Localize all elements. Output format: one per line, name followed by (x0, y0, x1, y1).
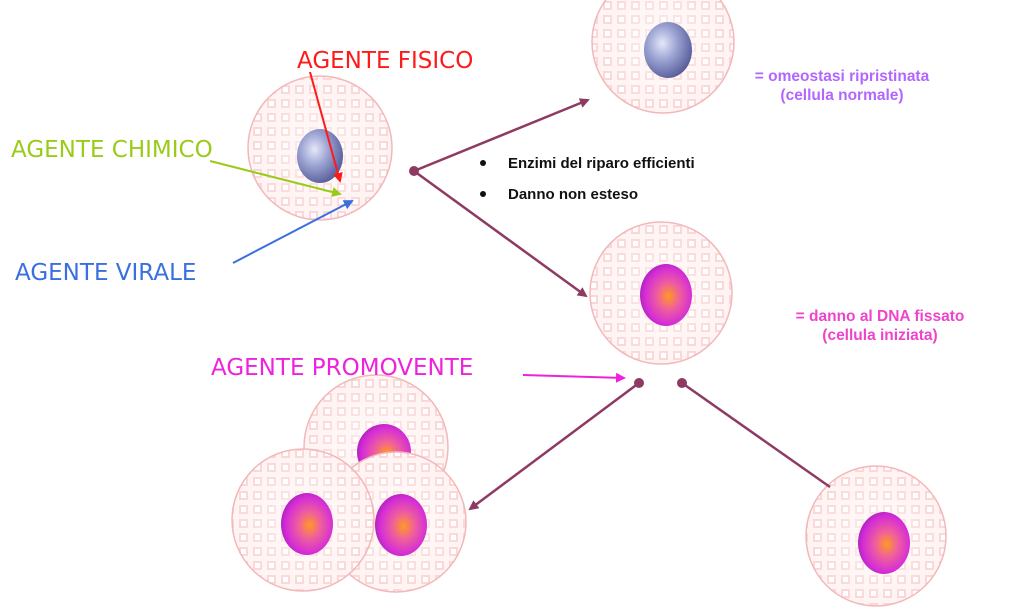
arrow-agente-chimico (209, 160, 342, 197)
line-to-dormant (681, 381, 831, 489)
cell-promoted-left (231, 448, 375, 592)
nucleus-normal-icon (297, 129, 343, 183)
cell-initiated (589, 221, 733, 365)
outcome-initiated: = danno al DNA fissato (cellula iniziata… (780, 307, 980, 346)
arrow-to-normal (413, 98, 590, 173)
label-agente-virale: AGENTE VIRALE (15, 260, 197, 286)
cell-normal (591, 0, 735, 114)
condition-item: Enzimi del riparo efficienti (480, 155, 695, 172)
outcome-normal-line2: (cellula normale) (780, 87, 904, 105)
arrow-agente-fisico (309, 71, 343, 183)
nucleus-initiated-icon (640, 264, 692, 326)
condition-item: Danno non esteso (480, 186, 638, 203)
arrow-agente-virale (232, 200, 354, 264)
label-agente-fisico: AGENTE FISICO (297, 48, 474, 74)
pathway-branch-2 (468, 378, 831, 511)
nucleus-normal-icon (644, 22, 692, 78)
bullet-icon (480, 160, 486, 167)
arrow-to-clone (468, 381, 640, 511)
nucleus-initiated-icon (375, 494, 427, 556)
nucleus-initiated-icon (858, 512, 910, 574)
pathway-branch-1 (409, 98, 590, 298)
outcome-normal-line1: = omeostasi ripristinata (754, 68, 930, 85)
cell-exposed (247, 75, 393, 221)
arrow-to-initiated (413, 169, 588, 298)
label-agente-chimico: AGENTE CHIMICO (11, 137, 213, 163)
cell-initiated-dormant (805, 465, 947, 607)
bullet-icon (480, 191, 486, 198)
nucleus-initiated-icon (281, 493, 333, 555)
label-agente-promovente: AGENTE PROMOVENTE (211, 355, 474, 381)
outcome-initiated-line2: (cellula iniziata) (822, 327, 938, 345)
outcome-normal: = omeostasi ripristinata (cellula normal… (752, 67, 932, 106)
arrow-agente-promovente (522, 372, 626, 383)
outcome-initiated-line1: = danno al DNA fissato (795, 308, 965, 325)
cell-cluster-promoted (231, 374, 467, 593)
